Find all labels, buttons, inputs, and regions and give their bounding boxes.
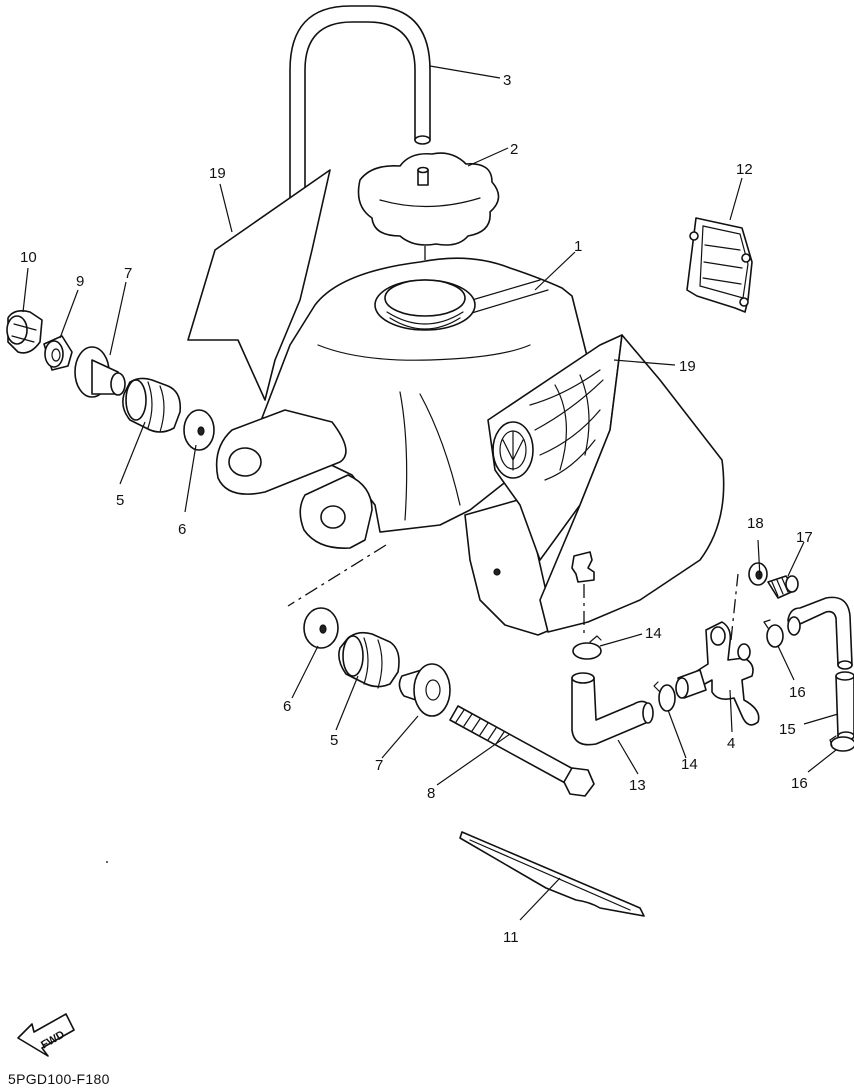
overflow-hose-15-lower	[835, 671, 854, 741]
screw-alignment-line	[730, 573, 739, 641]
damper-5-top	[122, 377, 182, 433]
callout-9: 9	[76, 273, 84, 290]
flange-collar-7-top	[74, 346, 126, 398]
hose-clip-14-lower	[653, 681, 676, 712]
callout-7-top: 7	[124, 265, 132, 282]
callout-7-bottom: 7	[375, 757, 383, 774]
hose-clip-14-upper	[572, 635, 602, 660]
callout-16-upper: 16	[789, 684, 806, 701]
diagram-code: 5PGD100-F180	[8, 1071, 110, 1087]
fuel-cap-2	[357, 152, 500, 246]
callout-4: 4	[727, 735, 735, 752]
tank-fitting	[571, 551, 595, 583]
stray-dot	[106, 861, 108, 863]
fuel-hose-13	[571, 672, 654, 746]
washer-6-top	[183, 409, 215, 451]
washer-18	[748, 562, 768, 586]
callout-3: 3	[503, 72, 511, 89]
collar-9	[43, 335, 73, 371]
callout-18: 18	[747, 515, 764, 532]
callout-16-lower: 16	[791, 775, 808, 792]
callout-1: 1	[574, 238, 582, 255]
callout-6-bottom: 6	[283, 698, 291, 715]
damper-5-bottom	[338, 631, 400, 689]
side-cover-left-19	[187, 169, 331, 401]
hose-clip-16-lower	[829, 735, 854, 752]
callout-8: 8	[427, 785, 435, 802]
callout-14-upper: 14	[645, 625, 662, 642]
seal-strip-11	[459, 831, 645, 917]
callout-15: 15	[779, 721, 796, 738]
callout-6-top: 6	[178, 521, 186, 538]
callout-2: 2	[510, 141, 518, 158]
mount-alignment-line	[287, 544, 387, 607]
callout-11: 11	[503, 929, 519, 946]
bracket-12	[686, 217, 753, 313]
screw-17	[767, 575, 799, 599]
callout-14-lower: 14	[681, 756, 698, 773]
callout-10: 10	[20, 249, 37, 266]
callout-17: 17	[796, 529, 813, 546]
callout-5-bottom: 5	[330, 732, 338, 749]
callout-12: 12	[736, 161, 753, 178]
overflow-hose-15-upper	[787, 596, 853, 670]
fuel-cock-4	[675, 621, 760, 726]
grommet-10	[6, 310, 43, 354]
flange-collar-7-bottom	[398, 663, 451, 717]
bolt-8	[449, 705, 595, 797]
washer-6-bottom	[303, 607, 339, 649]
callout-13: 13	[629, 777, 646, 794]
callout-19-right: 19	[679, 358, 696, 375]
hose-clip-16-upper	[763, 619, 784, 648]
leader-lines	[22, 65, 839, 921]
fwd-arrow: FWD	[17, 1013, 75, 1057]
callout-labels: 1 2 3 19 19 12 10 9 7 5 6 6 5 7 8 13 14 …	[20, 72, 813, 946]
callout-19-left: 19	[209, 165, 226, 182]
callout-5-top: 5	[116, 492, 124, 509]
